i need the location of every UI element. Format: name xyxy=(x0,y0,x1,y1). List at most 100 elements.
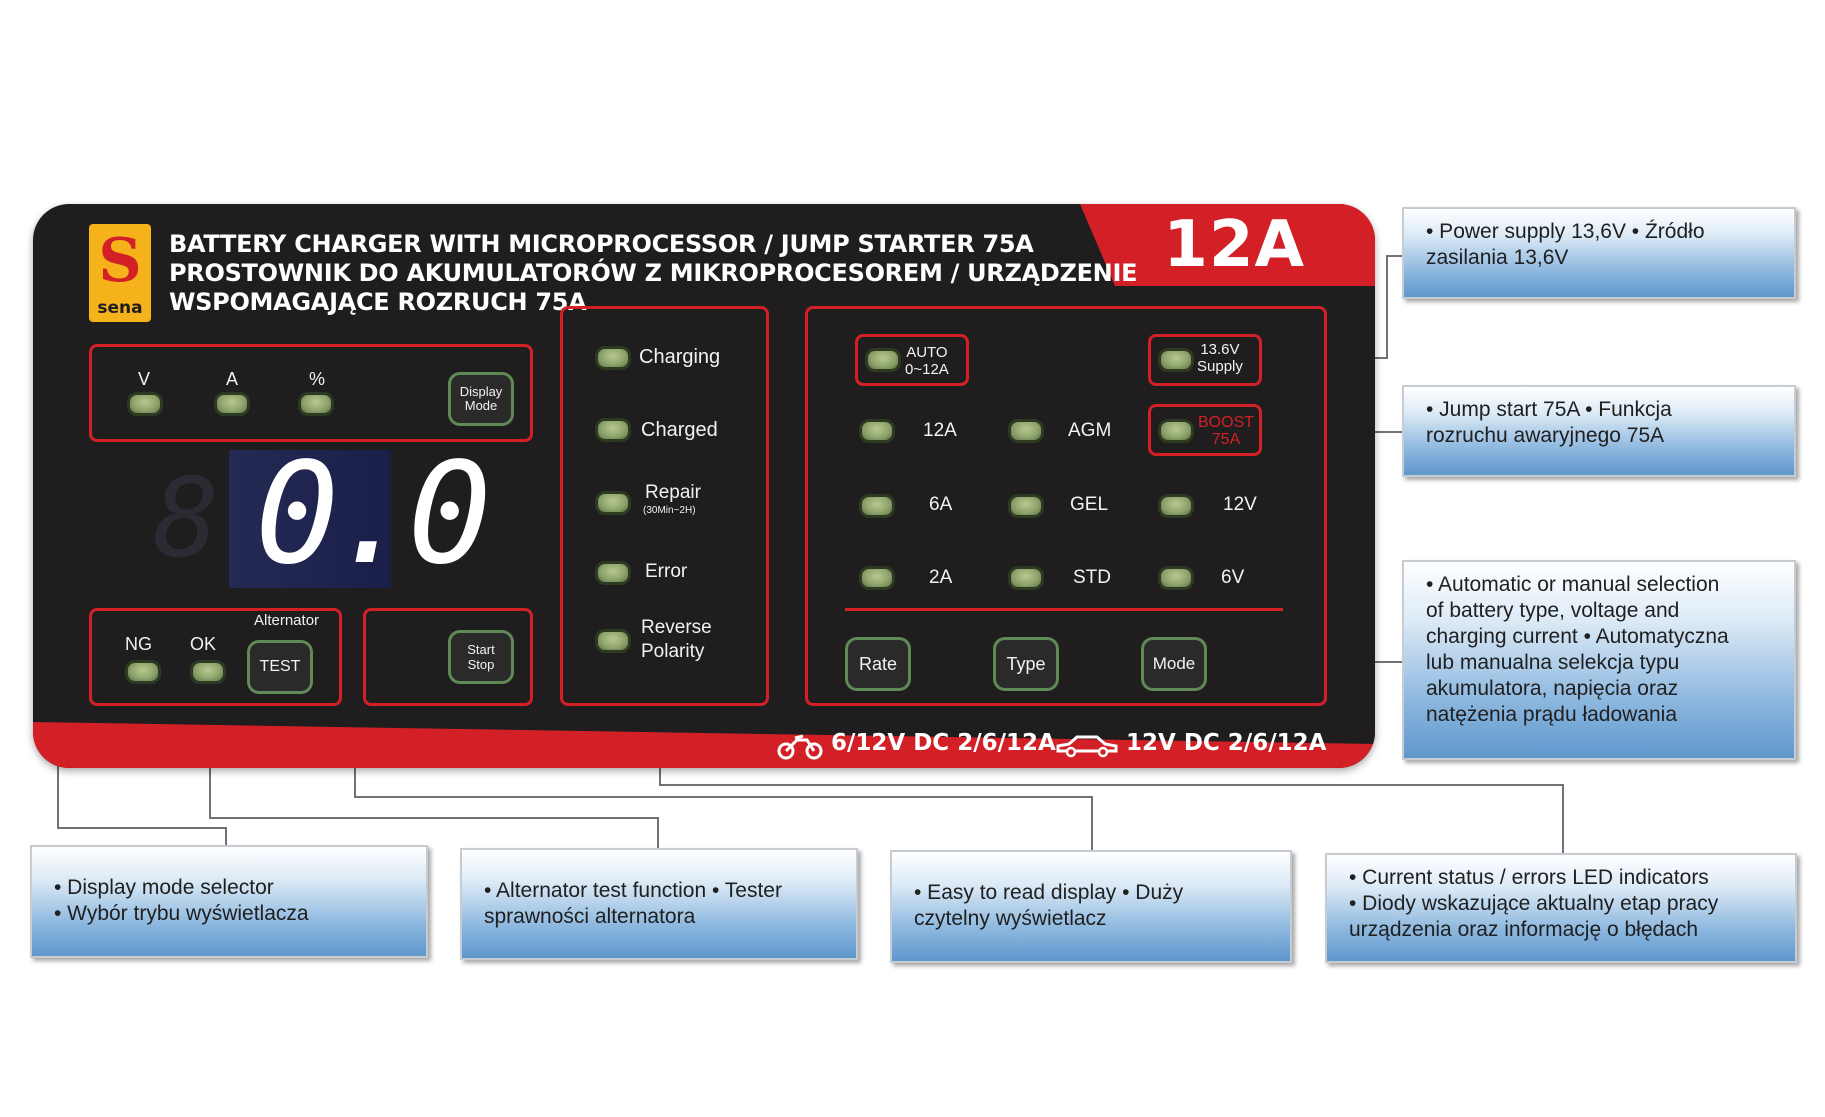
charger-front-panel: 12A S sena BATTERY CHARGER WITH MICROPRO… xyxy=(33,204,1375,768)
status-label-error: Error xyxy=(645,561,688,582)
callout-automatic-line-1: • Automatic or manual selection xyxy=(1426,573,1720,596)
callout-automatic-line-4: lub manualna selekcja typu xyxy=(1426,651,1680,674)
type-button-label: Type xyxy=(1006,653,1046,674)
status-label-polarity: Polarity xyxy=(641,641,705,662)
footer-moto-spec: 6/12V DC 2/6/12A xyxy=(831,730,1056,756)
led-ok xyxy=(190,660,226,684)
led-reverse-polarity xyxy=(595,629,631,653)
auto-line-1: AUTO xyxy=(906,344,948,361)
title-line-2: PROSTOWNIK DO AKUMULATORÓW Z MIKROPROCES… xyxy=(169,259,1138,287)
footer-car-spec: 12V DC 2/6/12A xyxy=(1126,730,1327,756)
stop-label: Stop xyxy=(467,657,495,672)
led-voltage xyxy=(127,392,163,416)
sena-logo: S sena xyxy=(89,224,151,322)
boost-box xyxy=(1148,404,1262,456)
led-std xyxy=(1008,566,1044,590)
test-button[interactable]: TEST xyxy=(247,640,313,694)
led-ng xyxy=(125,660,161,684)
callout-jump-start-line-2: rozruchu awaryjnego 75A xyxy=(1426,424,1665,447)
callout-automatic-line-5: akumulatora, napięcia oraz xyxy=(1426,677,1679,700)
led-6a xyxy=(859,494,895,518)
callout-display-mode-line-1: • Display mode selector xyxy=(54,876,274,899)
callout-easy-display-line-1: • Easy to read display • Duży xyxy=(914,881,1184,904)
callout-alternator-test: • Alternator test function • Tester spra… xyxy=(460,848,858,960)
motorcycle-icon xyxy=(777,734,823,760)
current-2a-label: 2A xyxy=(929,567,953,588)
led-12v xyxy=(1158,494,1194,518)
rate-button-label: Rate xyxy=(858,653,898,674)
type-std-label: STD xyxy=(1073,567,1111,588)
led-6v xyxy=(1158,566,1194,590)
boost-line-2: 75A xyxy=(1211,431,1241,448)
indicator-label-ok: OK xyxy=(190,634,217,654)
type-agm-label: AGM xyxy=(1068,420,1112,441)
display-readout: 0.0 xyxy=(255,433,492,596)
car-icon xyxy=(1056,735,1118,758)
rating-banner xyxy=(1080,204,1375,286)
current-12a-label: 12A xyxy=(923,420,957,441)
alternator-box xyxy=(89,608,342,706)
start-label: Start xyxy=(467,642,495,657)
callout-power-supply: • Power supply 13,6V • Źródło zasilania … xyxy=(1402,207,1796,299)
led-12a xyxy=(859,419,895,443)
rate-button[interactable]: Rate xyxy=(845,637,911,691)
current-6a-label: 6A xyxy=(929,494,953,515)
mode-button[interactable]: Mode xyxy=(1141,637,1207,691)
led-charging xyxy=(595,346,631,370)
status-sublabel-repair: (30Min~2H) xyxy=(643,505,696,516)
led-error xyxy=(595,561,631,585)
callout-display-mode: • Display mode selector • Wybór trybu wy… xyxy=(30,845,428,958)
indicator-label-percent: % xyxy=(309,369,326,389)
led-2a xyxy=(859,566,895,590)
auto-box xyxy=(855,334,969,386)
callout-status-line-1: • Current status / errors LED indicators xyxy=(1349,866,1709,889)
callout-automatic-selection: • Automatic or manual selection of batte… xyxy=(1402,560,1796,760)
supply-line-1: 13.6V xyxy=(1200,341,1240,358)
rating-label: 12A xyxy=(1163,208,1305,282)
indicator-label-ng: NG xyxy=(125,634,152,654)
callout-automatic-line-6: natężenia prądu ładowania xyxy=(1426,703,1678,726)
start-stop-box xyxy=(363,608,533,706)
digital-display xyxy=(229,450,391,588)
auto-line-2: 0~12A xyxy=(905,361,949,378)
callout-automatic-line-3: charging current • Automatyczna xyxy=(1426,625,1729,648)
led-supply xyxy=(1158,348,1194,372)
callout-display-mode-line-2: • Wybór trybu wyświetlacza xyxy=(54,902,309,925)
led-current xyxy=(214,392,250,416)
display-mode-label-2: Mode xyxy=(464,398,498,413)
callout-easy-display: • Easy to read display • Duży czytelny w… xyxy=(890,850,1292,963)
status-label-repair: Repair xyxy=(645,482,701,503)
callout-easy-display-line-2: czytelny wyświetlacz xyxy=(914,907,1107,930)
callout-alternator-line-1: • Alternator test function • Tester xyxy=(484,879,782,902)
title-line-3: WSPOMAGAJĄCE ROZRUCH 75A xyxy=(169,288,587,316)
display-mode-label-1: Display xyxy=(459,384,503,399)
alternator-title: Alternator xyxy=(251,612,323,629)
callout-status-line-3: urządzenia oraz informację o błędach xyxy=(1349,918,1699,941)
led-auto xyxy=(865,348,901,372)
callout-status-line-2: • Diody wskazujące aktualny etap pracy xyxy=(1349,892,1719,915)
footer-band xyxy=(33,722,1375,768)
callout-power-supply-line-1: • Power supply 13,6V • Źródło xyxy=(1426,220,1705,243)
type-gel-label: GEL xyxy=(1070,494,1109,515)
callout-automatic-line-2: of battery type, voltage and xyxy=(1426,599,1680,622)
led-percent xyxy=(298,392,334,416)
callout-current-status: • Current status / errors LED indicators… xyxy=(1325,853,1797,963)
display-mode-box xyxy=(89,344,533,442)
status-label-charged: Charged xyxy=(641,419,718,441)
callout-alternator-line-2: sprawności alternatora xyxy=(484,905,696,928)
display-ghost-digit: 8 xyxy=(153,454,220,582)
test-button-label: TEST xyxy=(259,658,301,675)
mode-divider xyxy=(845,608,1283,611)
led-gel xyxy=(1008,494,1044,518)
status-label-charging: Charging xyxy=(639,346,721,368)
logo-letter: S xyxy=(98,226,142,296)
supply-line-2: Supply xyxy=(1197,358,1243,375)
type-button[interactable]: Type xyxy=(993,637,1059,691)
callout-power-supply-line-2: zasilania 13,6V xyxy=(1426,246,1569,269)
status-label-reverse: Reverse xyxy=(641,617,712,638)
boost-line-1: BOOST xyxy=(1198,414,1255,431)
